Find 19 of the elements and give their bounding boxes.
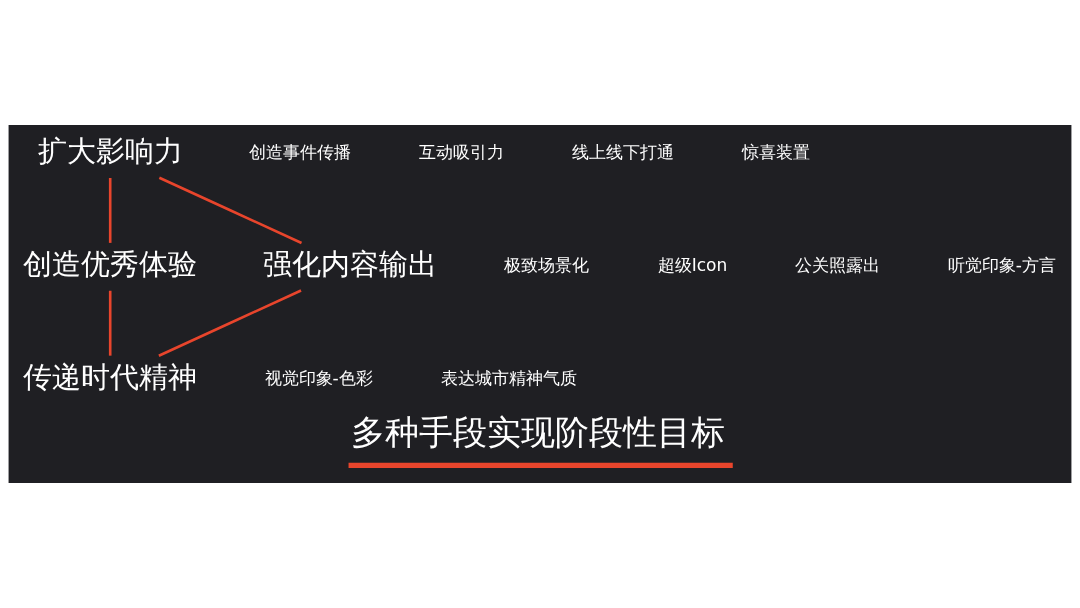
connector <box>158 176 303 245</box>
label: 表达城市精神气质 <box>440 367 577 388</box>
label: 公关照露出 <box>795 255 881 276</box>
label: 互动吸引力 <box>419 142 505 163</box>
connector <box>108 290 112 356</box>
label: 惊喜装置 <box>742 142 811 163</box>
node-text: 创造优秀体验 <box>23 246 198 281</box>
label: 听觉印象-方言 <box>947 255 1056 276</box>
label: 创造事件传播 <box>249 142 352 163</box>
node-text: 传递时代精神 <box>23 359 198 394</box>
connector <box>108 178 112 243</box>
label: 视觉印象-色彩 <box>264 367 373 388</box>
label: 超级Icon <box>657 255 728 276</box>
label: 线上线下打通 <box>571 142 674 163</box>
node-text: 强化内容输出 <box>263 246 438 281</box>
node-text: 扩大影响力 <box>37 134 183 169</box>
connector <box>158 289 302 357</box>
diagram-title: 多种手段实现阶段性目标 <box>351 412 726 453</box>
label: 极致场景化 <box>504 255 590 276</box>
